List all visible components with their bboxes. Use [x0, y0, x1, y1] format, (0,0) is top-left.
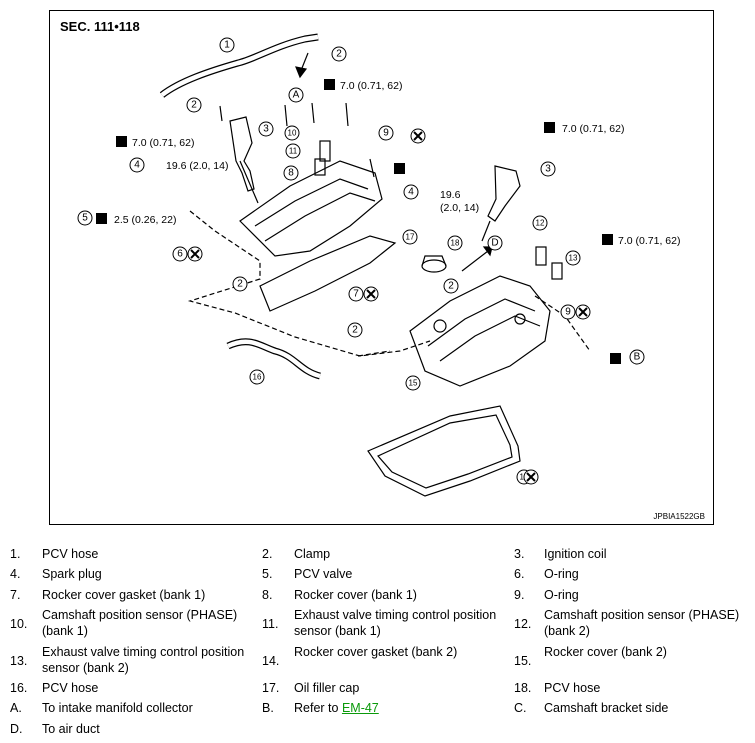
- callout-6: 6: [177, 249, 183, 260]
- legend-number: 12.: [514, 617, 532, 631]
- legend-number: 18.: [514, 681, 532, 695]
- callout-5: 5: [82, 213, 88, 224]
- torque-label-7: 7.0 (0.71, 62): [618, 235, 680, 247]
- callout-1: 1: [224, 40, 230, 51]
- legend-text: PCV valve: [294, 567, 353, 581]
- legend-text: Refer to EM-47: [294, 701, 379, 715]
- legend-text: Ignition coil: [544, 547, 607, 561]
- legend-text: To air duct: [42, 722, 100, 736]
- rocker-cover-gasket-bank1: [259, 235, 397, 312]
- section-title: SEC. 111•118: [60, 19, 140, 34]
- legend-number: 1.: [10, 547, 21, 561]
- legend-number: 10.: [10, 617, 28, 631]
- callout-2c: 2: [237, 279, 243, 290]
- callout-11: 11: [289, 147, 298, 156]
- rocker-cover-bank2: [409, 275, 551, 387]
- legend-number: 2.: [262, 547, 273, 561]
- callout-7: 7: [353, 289, 359, 300]
- ignition-coil-bank2: [487, 165, 521, 222]
- ignition-coil-bank1: [229, 116, 255, 192]
- legend-text: Exhaust valve timing control position se…: [42, 645, 245, 675]
- callout-16: 16: [253, 373, 262, 382]
- torque-label-4: 2.5 (0.26, 22): [114, 214, 176, 226]
- diagram-drawing: 1 2 2 3 4 10 11 9 8 5 6 2 7 2 16 3 4 17 …: [77, 33, 680, 497]
- legend-text: O-ring: [544, 588, 579, 602]
- callout-10: 10: [288, 129, 297, 138]
- callout-2b: 2: [191, 100, 197, 111]
- callout-3b: 3: [545, 164, 551, 175]
- callout-B2: B: [634, 352, 641, 363]
- legend-text: Rocker cover gasket (bank 1): [42, 588, 206, 602]
- exploded-diagram: SEC. 111•118: [49, 10, 714, 525]
- callout-13: 13: [569, 254, 578, 263]
- legend-number: 5.: [262, 567, 273, 581]
- legend-text: O-ring: [544, 567, 579, 581]
- legend-number: C.: [514, 701, 527, 715]
- torque-label-1: 7.0 (0.71, 62): [340, 80, 402, 92]
- legend-number: 7.: [10, 588, 21, 602]
- legend-number: B.: [262, 701, 274, 715]
- legend-number: 14.: [262, 654, 280, 668]
- callout-4b: 4: [408, 187, 414, 198]
- legend-text: Exhaust valve timing control position se…: [294, 608, 497, 638]
- callout-2d: 2: [352, 325, 358, 336]
- callout-15: 15: [409, 379, 418, 388]
- callout-2e: 2: [448, 281, 454, 292]
- legend-text: Spark plug: [42, 567, 102, 581]
- callout-3a: 3: [263, 124, 269, 135]
- torque-label-6a: 19.6: [440, 189, 461, 201]
- torque-label-5: 7.0 (0.71, 62): [562, 123, 624, 135]
- figure-code: JPBIA1522GB: [653, 512, 705, 521]
- reference-link[interactable]: EM-47: [341, 701, 379, 715]
- pcv-hose-1: [159, 33, 319, 98]
- oil-filler-cap: [421, 259, 447, 273]
- legend-number: 8.: [262, 588, 273, 602]
- callout-D: D: [491, 238, 498, 249]
- legend-number: 15.: [514, 654, 532, 668]
- legend-number: 13.: [10, 654, 28, 668]
- callout-18: 18: [451, 239, 460, 248]
- legend-text: To intake manifold collector: [42, 701, 193, 715]
- legend-text: Camshaft position sensor (PHASE) (bank 2…: [544, 608, 740, 638]
- legend-number: 6.: [514, 567, 525, 581]
- legend-number: 3.: [514, 547, 525, 561]
- rocker-cover-gasket-bank2: [367, 405, 521, 497]
- legend-number: 4.: [10, 567, 21, 581]
- callout-17: 17: [406, 233, 415, 242]
- callout-9a: 9: [383, 128, 389, 139]
- legend-text: Rocker cover gasket (bank 2): [294, 645, 458, 659]
- torque-label-6b: (2.0, 14): [440, 202, 479, 214]
- legend-number: 16.: [10, 681, 28, 695]
- legend-text: Oil filler cap: [294, 681, 360, 695]
- legend-number: 17.: [262, 681, 280, 695]
- callout-8: 8: [288, 168, 294, 179]
- legend-text: PCV hose: [42, 681, 99, 695]
- legend-text: Camshaft bracket side: [544, 701, 669, 715]
- legend-text: Camshaft position sensor (PHASE) (bank 1…: [42, 608, 238, 638]
- callout-12: 12: [536, 219, 545, 228]
- legend-text: Rocker cover (bank 2): [544, 645, 667, 659]
- callout-4a: 4: [134, 160, 140, 171]
- legend-number: D.: [10, 722, 23, 736]
- callout-9b: 9: [565, 307, 571, 318]
- torque-label-3: 19.6 (2.0, 14): [166, 160, 228, 172]
- torque-label-2: 7.0 (0.71, 62): [132, 137, 194, 149]
- legend-text: PCV hose: [544, 681, 601, 695]
- legend-text: PCV hose: [42, 547, 99, 561]
- legend-number: 11.: [262, 617, 279, 631]
- legend-text: Clamp: [294, 547, 331, 561]
- callout-A: A: [293, 90, 300, 101]
- legend-number: 9.: [514, 588, 525, 602]
- legend-text: Rocker cover (bank 1): [294, 588, 417, 602]
- rocker-cover-bank1: [239, 160, 383, 257]
- legend-number: A.: [10, 701, 22, 715]
- callout-2a: 2: [336, 49, 342, 60]
